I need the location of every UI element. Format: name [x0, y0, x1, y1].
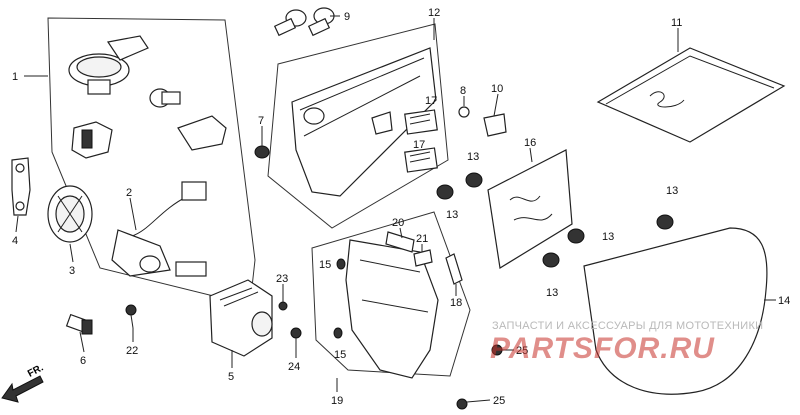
callout-13: 13 [602, 231, 614, 243]
watermark-text: ЗАПЧАСТИ И АКСЕССУАРЫ ДЛЯ МОТОТЕХНИКИ [492, 320, 764, 332]
nut [458, 106, 470, 118]
callout-labels: 1 2 3 4 5 6 7 8 9 10 11 12 13 13 13 13 1… [12, 7, 790, 407]
band [413, 249, 433, 267]
key [65, 313, 93, 335]
callout-1: 1 [12, 71, 18, 83]
mount-bracket [11, 157, 31, 216]
callout-10: 10 [491, 83, 503, 95]
watermark-logo: PARTSFOR.RU [490, 332, 715, 365]
callout-11: 11 [671, 17, 682, 29]
grommet [656, 214, 674, 230]
callout-12: 12 [428, 7, 440, 19]
callout-13: 13 [446, 209, 458, 221]
callout-21: 21 [416, 233, 428, 245]
wiring-harness [111, 181, 207, 277]
stay [385, 231, 415, 253]
key-set [273, 7, 335, 37]
side-cover [583, 227, 768, 395]
callout-25: 25 [493, 395, 505, 407]
switch-rotor [47, 185, 93, 243]
collar [333, 327, 343, 339]
clip [483, 113, 507, 137]
callout-24: 24 [288, 361, 300, 373]
bracket-group-frame [311, 211, 471, 377]
callout-16: 16 [524, 137, 536, 149]
callout-19: 19 [331, 395, 343, 407]
sealing-pad [487, 149, 573, 269]
callout-9: 9 [344, 11, 350, 23]
side-cover-shell [291, 47, 437, 197]
front-direction-arrow [1, 375, 44, 403]
cover-bracket [345, 239, 439, 379]
callout-20: 20 [392, 217, 404, 229]
callout-6: 6 [80, 355, 86, 367]
callout-23: 23 [276, 273, 288, 285]
callout-8: 8 [460, 85, 466, 97]
callout-14: 14 [778, 295, 790, 307]
callout-5: 5 [228, 371, 234, 383]
callout-2: 2 [126, 187, 132, 199]
callout-18: 18 [450, 297, 462, 309]
fuel-lock-assembly [68, 35, 149, 95]
leader-lines [15, 15, 776, 403]
callout-13: 13 [467, 151, 479, 163]
callout-4: 4 [12, 235, 18, 247]
screw [125, 304, 137, 329]
callout-13: 13 [666, 185, 678, 197]
grommet [465, 172, 483, 188]
callout-25: 25 [516, 345, 528, 357]
bolt [290, 327, 302, 348]
lock-housing [209, 279, 273, 357]
grommet [436, 184, 454, 200]
cover-group-frame [267, 23, 449, 229]
bolt [456, 398, 468, 410]
callout-15: 15 [319, 259, 331, 271]
tool-bag [596, 47, 786, 143]
grommet [567, 228, 585, 244]
bolt [278, 296, 288, 311]
collar [445, 253, 463, 285]
callout-3: 3 [69, 265, 75, 277]
grommet [254, 145, 270, 159]
lock-clip [177, 115, 227, 151]
collar [336, 258, 346, 270]
callout-17: 17 [425, 95, 437, 107]
caution-label-b [404, 147, 438, 173]
callout-22: 22 [126, 345, 138, 357]
callout-15: 15 [334, 349, 346, 361]
callout-17: 17 [413, 139, 425, 151]
grommet [542, 252, 560, 268]
callout-7: 7 [258, 115, 264, 127]
key-cylinder [149, 88, 181, 108]
callout-13: 13 [546, 287, 558, 299]
lock-bracket [71, 121, 113, 159]
caution-label-a [404, 109, 438, 135]
